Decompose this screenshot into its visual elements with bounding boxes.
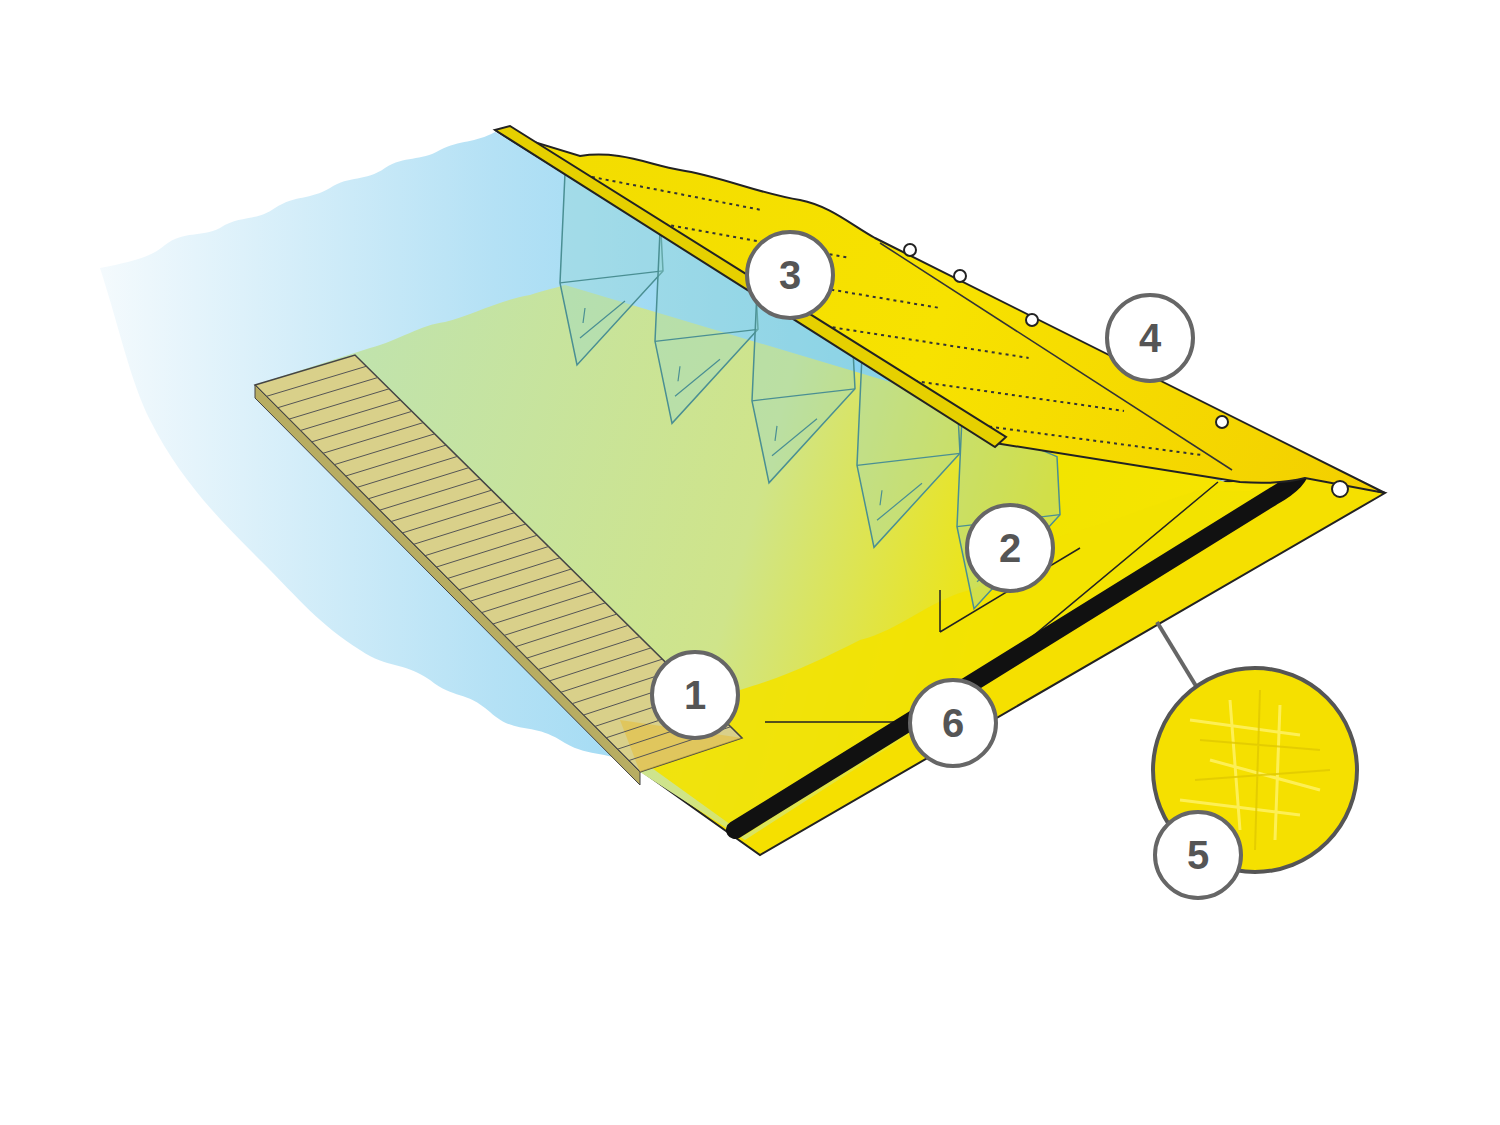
callout-number: 6 (942, 703, 964, 743)
callout-number: 4 (1139, 318, 1161, 358)
grommet (1216, 416, 1228, 428)
flap-stitching (564, 172, 1203, 456)
board-slat (368, 468, 469, 499)
flap-fold (880, 243, 1232, 470)
board-slat (436, 535, 537, 567)
board-slat (346, 445, 446, 476)
board-slat (402, 501, 503, 533)
board-slat (289, 389, 389, 419)
board-slat (312, 411, 412, 442)
board-slat (448, 547, 549, 579)
board-slat (561, 659, 663, 692)
grommets (904, 244, 1348, 497)
board-slat (425, 524, 526, 556)
callout-circle (1107, 295, 1193, 381)
leader-line (1157, 622, 1196, 686)
board-slat (323, 423, 423, 454)
board-slat (481, 580, 582, 612)
callout-circle (967, 505, 1053, 591)
board-slat (504, 603, 605, 636)
wooden-board (255, 355, 742, 785)
board-slat (470, 569, 571, 601)
grommet (954, 270, 966, 282)
board-slat (414, 513, 515, 545)
callout-circles (652, 232, 1241, 898)
board-slat (538, 637, 639, 670)
board-slat (549, 648, 651, 681)
cover-flap (495, 130, 1385, 493)
callout-number: 2 (999, 528, 1021, 568)
flap-rail (495, 126, 1006, 447)
board-slat (357, 456, 458, 487)
callout-circle (652, 652, 738, 738)
callout-number: 1 (684, 675, 706, 715)
board-slat (278, 378, 378, 408)
inner-seam (765, 482, 1218, 722)
board-slat (527, 625, 628, 658)
board-slat (391, 490, 492, 521)
board-slat (515, 614, 616, 647)
board-slat (300, 400, 400, 430)
board-slat (334, 434, 434, 465)
callout-circle (910, 680, 996, 766)
callout-circle (747, 232, 833, 318)
callout-number: 3 (779, 255, 801, 295)
board-slat (493, 592, 594, 624)
callout-circle (1155, 812, 1241, 898)
grommet (1026, 314, 1038, 326)
tarp-sheet (255, 285, 1295, 840)
callout-number: 5 (1187, 835, 1209, 875)
board-slat (459, 558, 560, 590)
board-slat (380, 479, 481, 510)
stitch-line (975, 425, 1203, 456)
board-slat (266, 366, 366, 396)
grommet (1332, 481, 1348, 497)
grommet (904, 244, 916, 256)
